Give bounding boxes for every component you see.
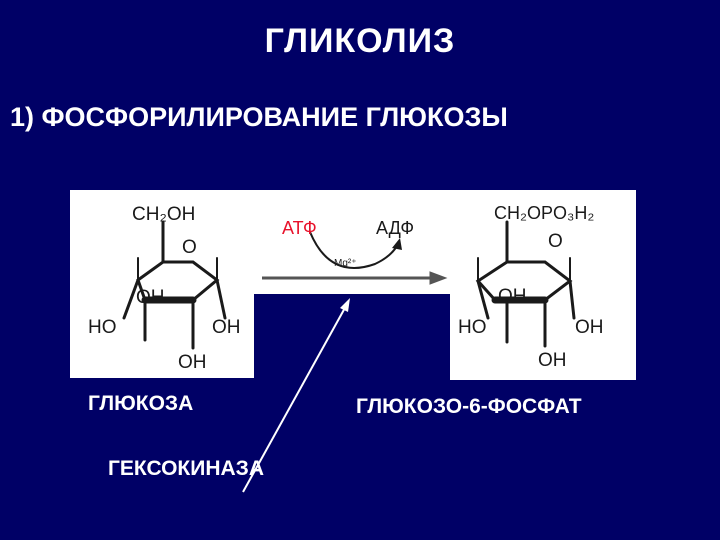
glucose-oh-right: OH: [212, 317, 241, 338]
glucose-structure: [122, 220, 227, 350]
glucose-6-phosphate-label: ГЛЮКОЗО-6-ФОСФАТ: [356, 395, 582, 418]
glucose-oh-upper: OH: [136, 287, 165, 308]
mg-ion-label: Mg²⁺: [334, 258, 357, 269]
glucose-ch2oh-label: CH₂OH: [132, 204, 195, 225]
reaction-arrow: [262, 231, 448, 285]
glucose-ring-oxygen: O: [182, 237, 197, 258]
atp-label: АТФ: [282, 218, 317, 238]
adp-label: АДФ: [376, 218, 414, 238]
g6p-structure: [475, 220, 576, 348]
hexokinase-label: ГЕКСОКИНАЗА: [108, 457, 264, 480]
glucose-oh-bottom: OH: [178, 352, 207, 373]
g6p-ring-oxygen: O: [548, 231, 563, 252]
glucose-ho-left: HO: [88, 317, 117, 338]
glucose-label: ГЛЮКОЗА: [88, 392, 194, 415]
g6p-oh-bottom: OH: [538, 350, 567, 371]
g6p-oh-upper: OH: [498, 286, 527, 307]
enzyme-pointer: [242, 298, 350, 493]
g6p-oh-right: OH: [575, 317, 604, 338]
g6p-phosphate-label: CH₂OPO₃H₂: [494, 203, 594, 223]
slide-subtitle: 1) ФОСФОРИЛИРОВАНИЕ ГЛЮКОЗЫ: [10, 102, 508, 132]
slide-title: ГЛИКОЛИЗ: [264, 22, 456, 60]
g6p-ho-left: HO: [458, 317, 487, 338]
